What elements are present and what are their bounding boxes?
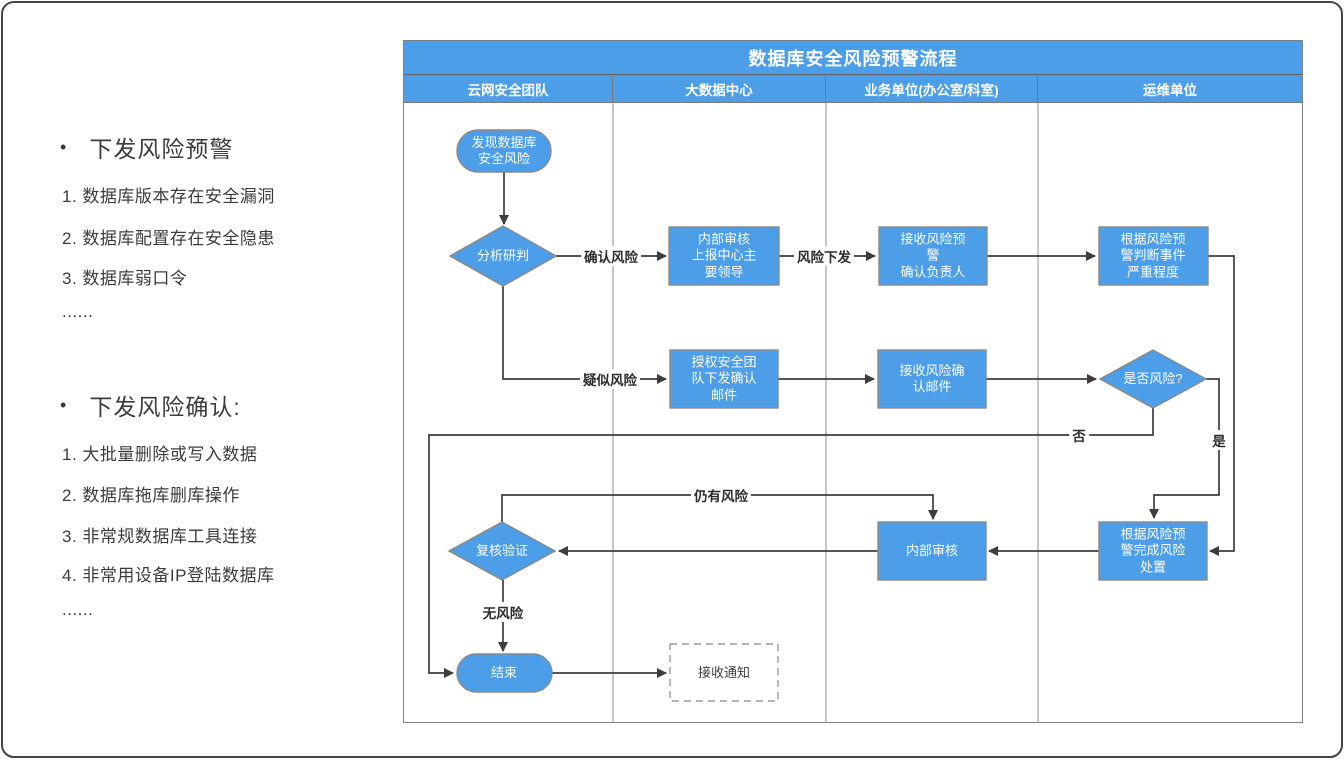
edge-isrisk-no-to-end: [428, 408, 1154, 678]
list-item: 1. 数据库版本存在安全漏洞: [62, 187, 275, 206]
flowchart-diagram: 数据库安全风险预警流程 云网安全团队 大数据中心 业务单位(办公室/科室) 运维…: [403, 40, 1303, 723]
flowchart-canvas: [428, 103, 1235, 723]
list-item-ellipsis: ......: [62, 600, 94, 619]
node-analyze-shape: [448, 225, 558, 287]
node-internal-audit-shape: [877, 521, 987, 581]
node-receive-warning-shape: [878, 226, 988, 286]
section-heading-text: 下发风险预警: [89, 136, 234, 162]
node-start-shape: [456, 129, 552, 173]
bullet-icon: •: [60, 394, 68, 415]
edge-judge-to-disposal: [1208, 255, 1235, 556]
swimlane-headers: 云网安全团队 大数据中心 业务单位(办公室/科室) 运维单位: [404, 75, 1302, 103]
lane-header-business-unit: 业务单位(办公室/科室): [826, 75, 1038, 103]
lane-header-cloud-security-team: 云网安全团队: [404, 75, 613, 103]
lane-header-ops-unit: 运维单位: [1038, 75, 1302, 103]
list-item: 2. 数据库拖库删库操作: [62, 486, 240, 505]
flowchart-body: 发现数据库 安全风险 分析研判 内部审核 上报中心主 要领导 接收风险预 警 确…: [404, 103, 1302, 723]
node-complete-disposal-shape: [1098, 521, 1208, 581]
node-receive-confirm-email-shape: [877, 349, 987, 409]
list-item: 2. 数据库配置存在安全隐患: [62, 229, 275, 248]
left-notes-panel: • 下发风险预警 1. 数据库版本存在安全漏洞 2. 数据库配置存在安全隐患 3…: [0, 0, 400, 759]
list-item: 3. 数据库弱口令: [62, 269, 188, 288]
lane-divider-lines: [612, 103, 1039, 723]
bullet-icon: •: [60, 136, 68, 157]
edge-isrisk-yes-to-disposal: [1149, 378, 1220, 519]
node-reverify-shape: [447, 521, 557, 581]
node-end-shape: [456, 653, 553, 693]
list-item-ellipsis: ......: [62, 302, 94, 321]
section-heading-risk-confirm: • 下发风险确认:: [60, 388, 241, 422]
edge-analyze-to-authorize: [502, 286, 667, 384]
node-report-leaders-shape: [668, 226, 780, 286]
node-authorize-email-shape: [669, 349, 779, 409]
lane-header-big-data-center: 大数据中心: [613, 75, 826, 103]
list-item: 4. 非常用设备IP登陆数据库: [62, 566, 275, 585]
section-heading-text: 下发风险确认:: [89, 394, 241, 420]
edge-reverify-stillrisk-to-audit: [501, 494, 938, 522]
section-heading-risk-warning: • 下发风险预警: [60, 130, 233, 164]
node-is-risk-shape: [1098, 349, 1208, 409]
node-receive-notice-shape: [669, 643, 779, 702]
node-judge-severity-shape: [1098, 226, 1209, 286]
flowchart-title: 数据库安全风险预警流程: [748, 48, 958, 69]
list-item: 1. 大批量删除或写入数据: [62, 445, 258, 464]
list-item: 3. 非常规数据库工具连接: [62, 527, 258, 546]
flowchart-title-bar: 数据库安全风险预警流程: [404, 41, 1302, 75]
